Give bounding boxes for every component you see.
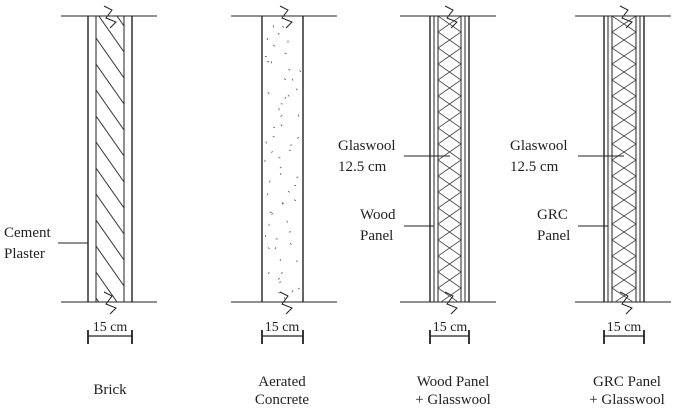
label-line: GRC <box>537 207 568 223</box>
speckle <box>267 92 270 95</box>
label-line: Glaswool <box>338 138 396 154</box>
hatch-line <box>96 37 124 79</box>
speckle <box>273 45 276 47</box>
speckle <box>288 68 291 71</box>
brick-hatch <box>96 16 124 302</box>
break-symbol <box>619 291 633 315</box>
break-symbol <box>103 291 117 315</box>
speckle <box>281 272 283 275</box>
label-line: 12.5 cm <box>510 159 559 175</box>
speckle <box>295 88 298 91</box>
label-line: 12.5 cm <box>338 159 387 175</box>
speckle <box>277 32 280 35</box>
hatch-line <box>98 16 124 53</box>
label-line: Glaswool <box>510 138 568 154</box>
speckle <box>268 180 271 183</box>
aerated-concrete-pattern <box>264 25 302 300</box>
speckle <box>273 126 276 129</box>
hatch-line <box>96 193 124 235</box>
label-line: Wood <box>360 207 396 223</box>
label-line: Plaster <box>4 246 45 262</box>
wall-brick: Cement Plaster 15 cm Brick <box>4 5 157 398</box>
break-symbol <box>444 291 458 315</box>
speckle <box>279 166 282 169</box>
wool-zigzag <box>612 16 636 302</box>
wool-zigzag <box>612 16 636 302</box>
speckle <box>283 78 287 80</box>
wall-aerated-concrete: 15 cm Aerated Concrete <box>231 5 337 408</box>
speckle <box>280 124 283 127</box>
wall-caption: GRC Panel <box>593 374 661 390</box>
speckle <box>286 220 288 223</box>
speckle <box>274 247 277 250</box>
wall-wood-panel: Glaswool 12.5 cm Wood Panel 15 cm Wood P… <box>338 5 496 408</box>
hatch-line <box>96 141 124 183</box>
speckle <box>264 159 266 162</box>
speckle <box>282 26 285 28</box>
speckle <box>281 202 284 205</box>
break-symbol <box>279 5 293 29</box>
speckle <box>271 150 273 154</box>
wall-grc-panel: Glaswool 12.5 cm GRC Panel 15 cm GRC Pan… <box>510 5 671 408</box>
speckle <box>296 137 300 139</box>
hatch-line <box>96 219 124 261</box>
hatch-line <box>96 245 124 287</box>
break-symbol <box>103 5 117 29</box>
wall-caption: Wood Panel <box>417 374 490 390</box>
glasswool-pattern <box>438 16 461 302</box>
speckle <box>272 135 275 138</box>
hatch-line <box>96 167 124 209</box>
speckle <box>279 281 282 283</box>
speckle <box>297 287 300 290</box>
speckle <box>284 297 286 300</box>
speckle <box>275 238 278 240</box>
hatch-line <box>96 89 124 131</box>
break-symbol <box>279 291 293 315</box>
hatch-line <box>96 115 124 157</box>
wool-zigzag <box>438 16 461 302</box>
wall-caption: Aerated <box>258 374 306 390</box>
speckle <box>284 52 287 55</box>
dimension-label: 15 cm <box>607 320 642 335</box>
speckle <box>271 213 274 215</box>
speckle <box>280 115 283 117</box>
hatch-line <box>96 63 124 105</box>
wall-caption: Concrete <box>255 392 309 408</box>
speckle <box>287 94 290 97</box>
wall-caption: + Glasswool <box>415 392 491 408</box>
speckle <box>289 242 292 245</box>
hatch-line <box>116 16 124 27</box>
break-symbol <box>444 5 458 29</box>
speckle <box>265 141 268 144</box>
hatch-line <box>96 271 118 302</box>
speckle <box>280 172 282 176</box>
speckle <box>267 247 270 250</box>
speckle <box>287 190 290 193</box>
label-line: Panel <box>360 228 393 244</box>
glasswool-pattern <box>612 16 636 302</box>
label-line: Panel <box>537 228 570 244</box>
speckle <box>278 277 280 280</box>
wall-caption: Brick <box>93 382 127 398</box>
dimension-label: 15 cm <box>265 320 300 335</box>
dimension-label: 15 cm <box>433 320 468 335</box>
label-line: Cement <box>4 225 51 241</box>
speckle <box>291 78 294 81</box>
wall-caption: + Glasswool <box>589 392 665 408</box>
speckle <box>266 37 269 41</box>
speckle <box>293 199 297 201</box>
speckle <box>299 70 302 73</box>
dimension-label: 15 cm <box>93 320 128 335</box>
wool-zigzag <box>438 16 461 302</box>
break-symbol <box>619 5 633 29</box>
speckle <box>284 96 287 99</box>
speckle <box>267 271 270 275</box>
speckle <box>278 108 280 111</box>
